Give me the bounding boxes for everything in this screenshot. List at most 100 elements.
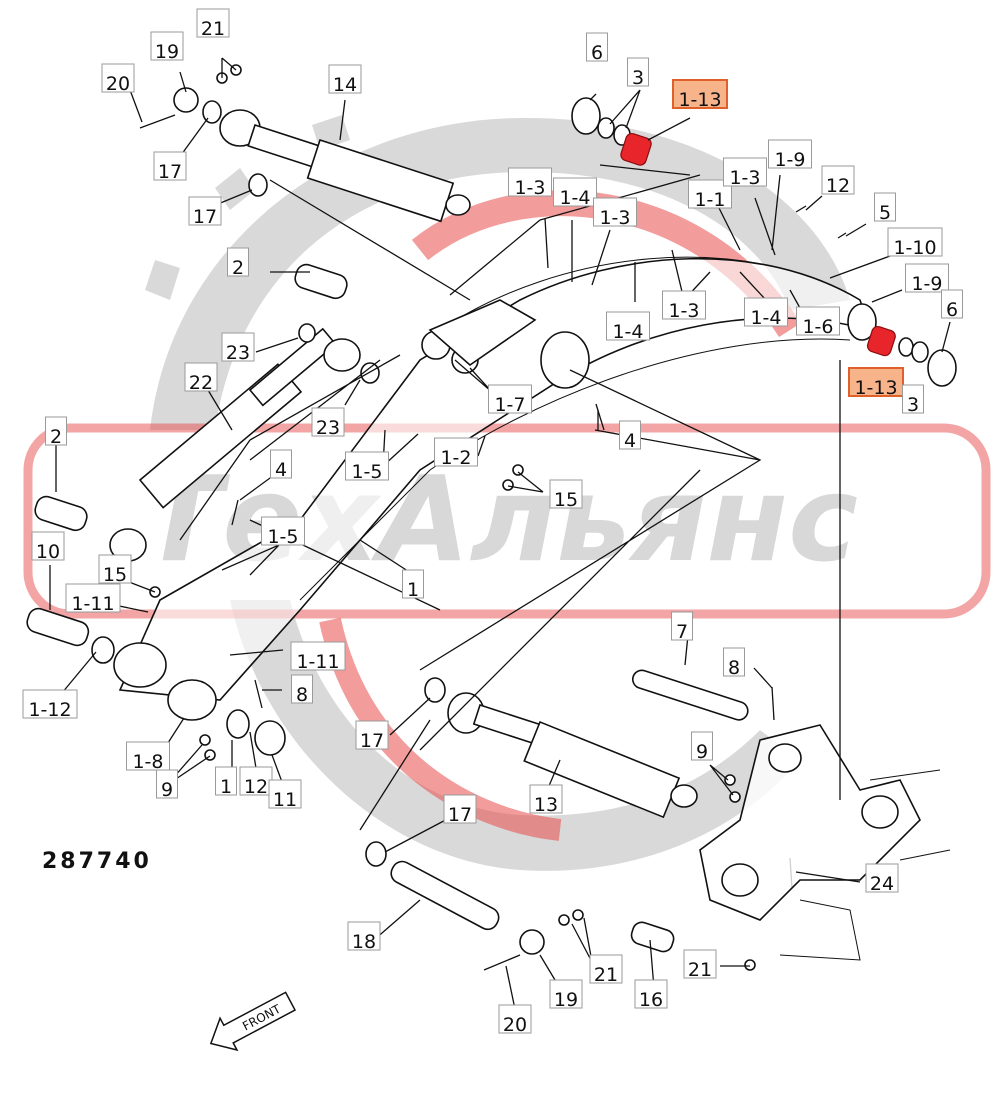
callout-box-c-17-c bbox=[355, 720, 389, 750]
callout-label-c-1-6: 1-6 bbox=[802, 316, 833, 338]
callout-box-c-9-a bbox=[691, 731, 713, 761]
small-parts bbox=[91, 64, 957, 971]
fitting-5 bbox=[837, 232, 847, 239]
callout-label-c-1-7: 1-7 bbox=[494, 394, 525, 416]
callout-label-c-1-4-b: 1-4 bbox=[612, 321, 643, 343]
callout-label-c-20-bottom: 20 bbox=[503, 1014, 527, 1036]
callout-box-c-23-b bbox=[311, 407, 345, 437]
watermark-gear-arc bbox=[150, 117, 850, 431]
nut-9-a bbox=[724, 774, 736, 786]
callout-box-c-21-top bbox=[196, 8, 230, 38]
callout-box-c-1-4-b bbox=[606, 311, 650, 341]
washer-17-a bbox=[202, 100, 222, 124]
nut-9-c bbox=[199, 734, 211, 746]
watermark-gear-teeth bbox=[145, 115, 350, 300]
callout-box-c-1-11-b bbox=[290, 641, 346, 671]
washer-17-c bbox=[424, 677, 446, 703]
callout-label-c-6-right: 6 bbox=[946, 299, 958, 321]
callout-label-c-1-12: 1-12 bbox=[28, 699, 71, 721]
callout-box-c-15-b bbox=[98, 554, 132, 584]
callout-label-c-20-top: 20 bbox=[106, 73, 130, 95]
callout-box-c-19-top bbox=[150, 31, 184, 61]
plate-19-bottom bbox=[519, 929, 545, 955]
callout-box-c-17-b bbox=[188, 196, 222, 226]
plate-19-top bbox=[173, 87, 199, 113]
callout-box-c-18 bbox=[347, 921, 381, 951]
callout-box-c-1-13-top bbox=[672, 79, 728, 109]
washer-6-top bbox=[571, 97, 601, 135]
callout-label-c-18: 18 bbox=[352, 931, 376, 953]
callout-label-c-1-3-b: 1-3 bbox=[599, 207, 630, 229]
callout-label-c-1-13-right: 1-13 bbox=[854, 377, 897, 399]
callout-box-c-20-top bbox=[101, 63, 135, 93]
callout-box-c-1-5-a bbox=[345, 451, 389, 481]
callout-box-c-1-12 bbox=[22, 689, 78, 719]
washer-6-right bbox=[927, 349, 957, 387]
callout-box-c-1-6 bbox=[796, 306, 840, 336]
callout-label-c-1-5-b: 1-5 bbox=[267, 526, 298, 548]
boom-upper-edge bbox=[439, 256, 861, 331]
callout-box-c-1-2 bbox=[434, 437, 478, 467]
callout-box-c-16 bbox=[634, 979, 668, 1009]
callout-label-c-1-11-b: 1-11 bbox=[296, 651, 339, 673]
callout-label-c-14: 14 bbox=[333, 74, 357, 96]
cyl22-head bbox=[323, 338, 361, 372]
callout-label-c-17-d: 17 bbox=[448, 804, 472, 826]
bushing-1-13-top bbox=[620, 132, 652, 166]
leader-lines bbox=[49, 57, 951, 1015]
boom-foot-boss-2 bbox=[167, 679, 217, 721]
callout-label-c-3-top: 3 bbox=[632, 67, 644, 89]
callout-label-c-21-c: 21 bbox=[688, 959, 712, 981]
callout-box-c-1-bottom bbox=[215, 766, 237, 796]
boom-tip-boss bbox=[847, 303, 877, 341]
callout-box-c-8-b bbox=[291, 674, 313, 704]
callout-box-c-1-4-c bbox=[744, 297, 788, 327]
callout-label-c-21-b: 21 bbox=[594, 964, 618, 986]
callout-label-c-9-b: 9 bbox=[161, 779, 173, 801]
bolt-20-top bbox=[139, 114, 176, 129]
callout-label-c-19-top: 19 bbox=[155, 41, 179, 63]
pin-10 bbox=[26, 607, 90, 647]
callout-box-c-2-top bbox=[227, 247, 249, 277]
callout-label-c-10: 10 bbox=[36, 541, 60, 563]
washer-17-b bbox=[248, 173, 268, 197]
callout-box-c-9-b bbox=[156, 769, 178, 799]
callout-label-c-15-b: 15 bbox=[103, 564, 127, 586]
callout-box-c-1-10 bbox=[887, 227, 943, 257]
callout-box-c-11 bbox=[268, 779, 302, 809]
callout-label-c-11: 11 bbox=[273, 789, 297, 811]
pin-16 bbox=[630, 921, 675, 953]
nut-21-b-a bbox=[558, 914, 570, 926]
callout-label-c-1-8: 1-8 bbox=[132, 751, 163, 773]
pin-2-top bbox=[294, 263, 348, 300]
callout-box-c-24 bbox=[865, 863, 899, 893]
nut-21-c bbox=[744, 959, 756, 971]
front-arrow-shape bbox=[209, 991, 297, 1052]
callout-label-c-1-10: 1-10 bbox=[893, 237, 936, 259]
upper-frame bbox=[699, 724, 951, 961]
leaders bbox=[49, 57, 951, 1015]
bolt-20-bottom bbox=[483, 954, 521, 971]
ring-3-top-a bbox=[597, 117, 615, 139]
callout-label-c-1-9-b: 1-9 bbox=[911, 273, 942, 295]
callout-box-c-8-a bbox=[723, 647, 745, 677]
front-arrow: FRONT bbox=[209, 991, 297, 1052]
callout-box-c-23-a bbox=[221, 332, 255, 362]
frame-boss-c bbox=[861, 795, 899, 829]
watermark-red-arc-bottom bbox=[319, 617, 562, 841]
callout-box-c-14 bbox=[328, 64, 362, 94]
frame-boss-a bbox=[768, 743, 802, 773]
callout-box-c-7 bbox=[671, 611, 693, 641]
callout-box-c-1-9-b bbox=[905, 263, 949, 293]
callout-label-c-9-a: 9 bbox=[696, 741, 708, 763]
callout-label-c-1-3-a: 1-3 bbox=[514, 177, 545, 199]
ring-3-right-a bbox=[898, 337, 914, 357]
callout-box-c-1 bbox=[402, 569, 424, 599]
callout-box-c-15-a bbox=[549, 479, 583, 509]
arm-cylinder-14 bbox=[219, 109, 471, 223]
callout-label-c-16: 16 bbox=[639, 989, 663, 1011]
callout-box-c-17-a bbox=[153, 151, 187, 181]
washer-23-b bbox=[360, 362, 380, 384]
